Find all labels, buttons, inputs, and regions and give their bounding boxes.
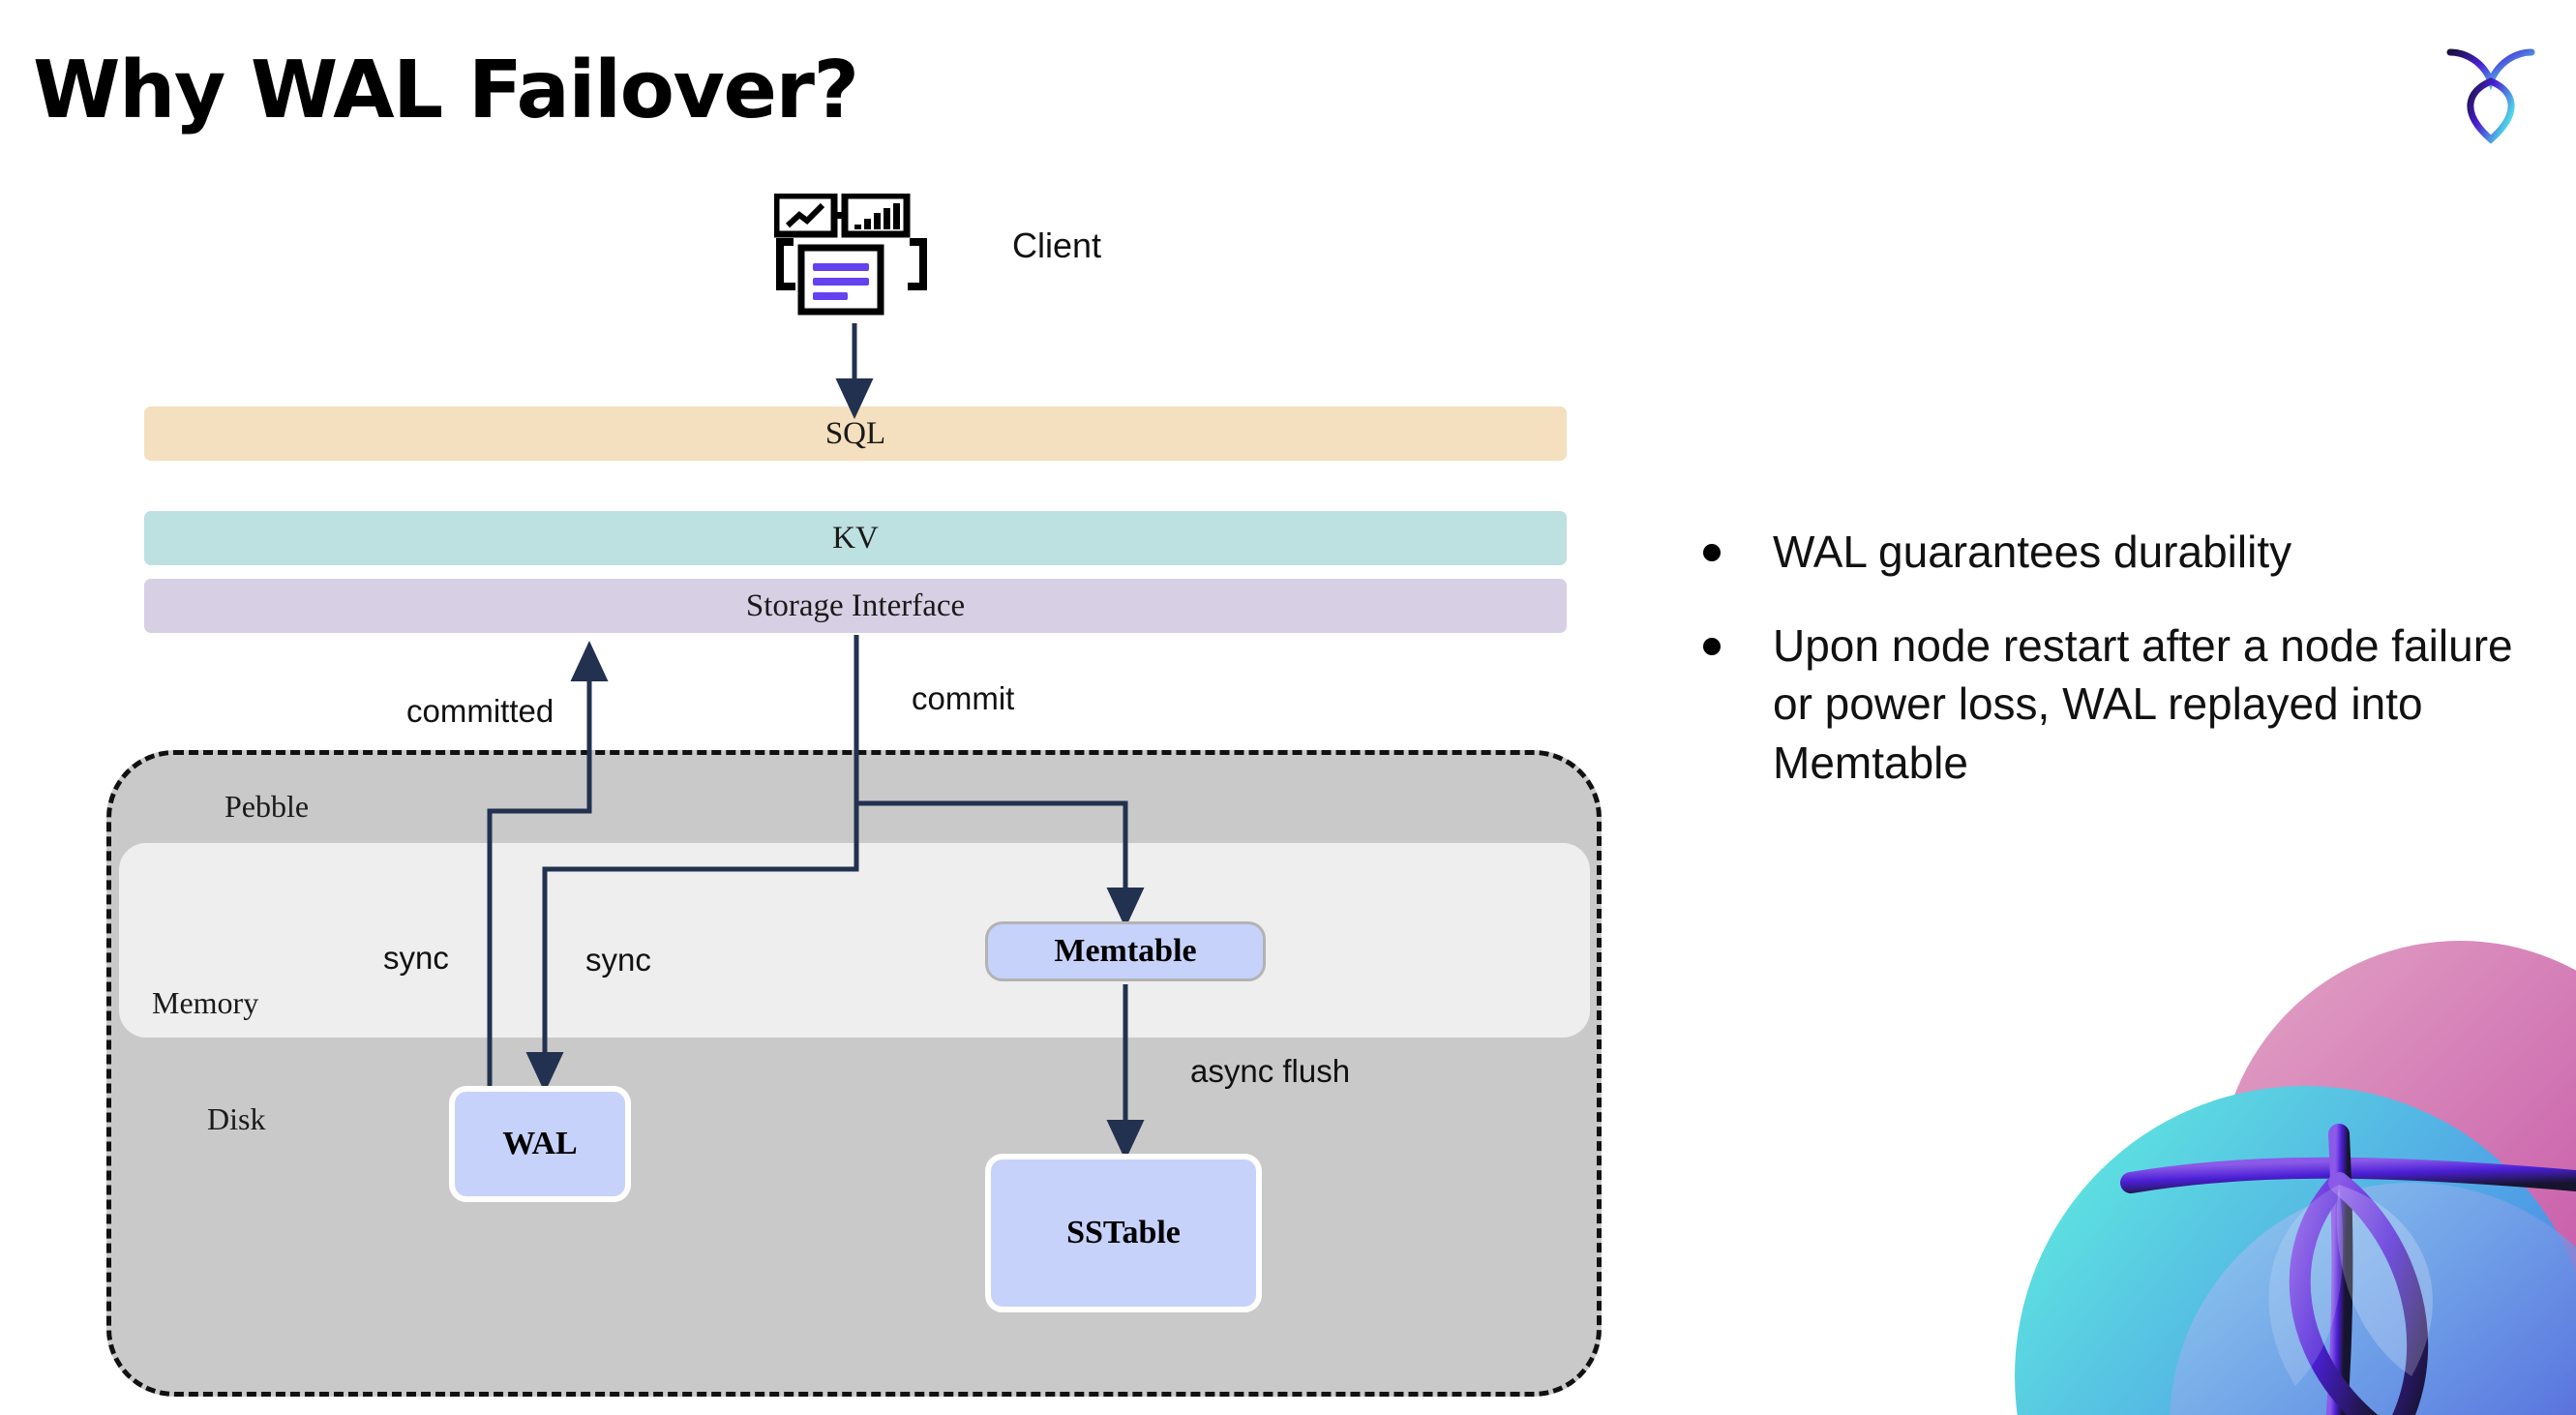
bullet-text: WAL guarantees durability [1773,527,2292,577]
pebble-label: Pebble [225,789,310,824]
layer-sql-label: SQL [824,415,886,451]
node-memtable: Memtable [985,921,1266,981]
memory-label: Memory [152,985,259,1020]
node-sstable: SSTable [985,1154,1262,1312]
architecture-diagram: Client SQL KV Storage Interface Pebble M… [106,194,1602,1397]
memory-region [119,843,1590,1038]
layer-sql: SQL [144,406,1567,461]
edge-label-sync-1: sync [383,940,449,976]
node-sstable-label: SSTable [1066,1215,1181,1250]
layer-kv-label: KV [832,520,879,556]
client-monitor-icon [774,194,927,316]
node-memtable-label: Memtable [1054,933,1197,969]
bullet-text: Upon node restart after a node failure o… [1773,619,2513,789]
edge-label-committed: committed [406,693,554,729]
cockroachdb-logo-icon [2446,48,2535,144]
layer-storage-interface-label: Storage Interface [745,587,966,623]
bullet-list: WAL guarantees durability Upon node rest… [1703,523,2535,828]
edge-label-async-flush: async flush [1190,1053,1351,1089]
edge-label-commit: commit [912,680,1015,716]
bullet-dot-icon [1703,637,1721,655]
disk-label: Disk [207,1101,266,1136]
decorative-corner-graphic [2015,941,2576,1415]
layer-storage-interface: Storage Interface [144,579,1567,633]
page-title: Why WAL Failover? [33,45,859,136]
node-wal-label: WAL [502,1126,578,1161]
edge-label-sync-2: sync [585,942,651,978]
layer-kv: KV [144,511,1567,565]
client-label: Client [1012,226,1102,265]
list-item: WAL guarantees durability [1703,523,2535,582]
node-wal: WAL [449,1086,631,1202]
list-item: Upon node restart after a node failure o… [1703,617,2535,793]
bullet-dot-icon [1703,544,1721,561]
